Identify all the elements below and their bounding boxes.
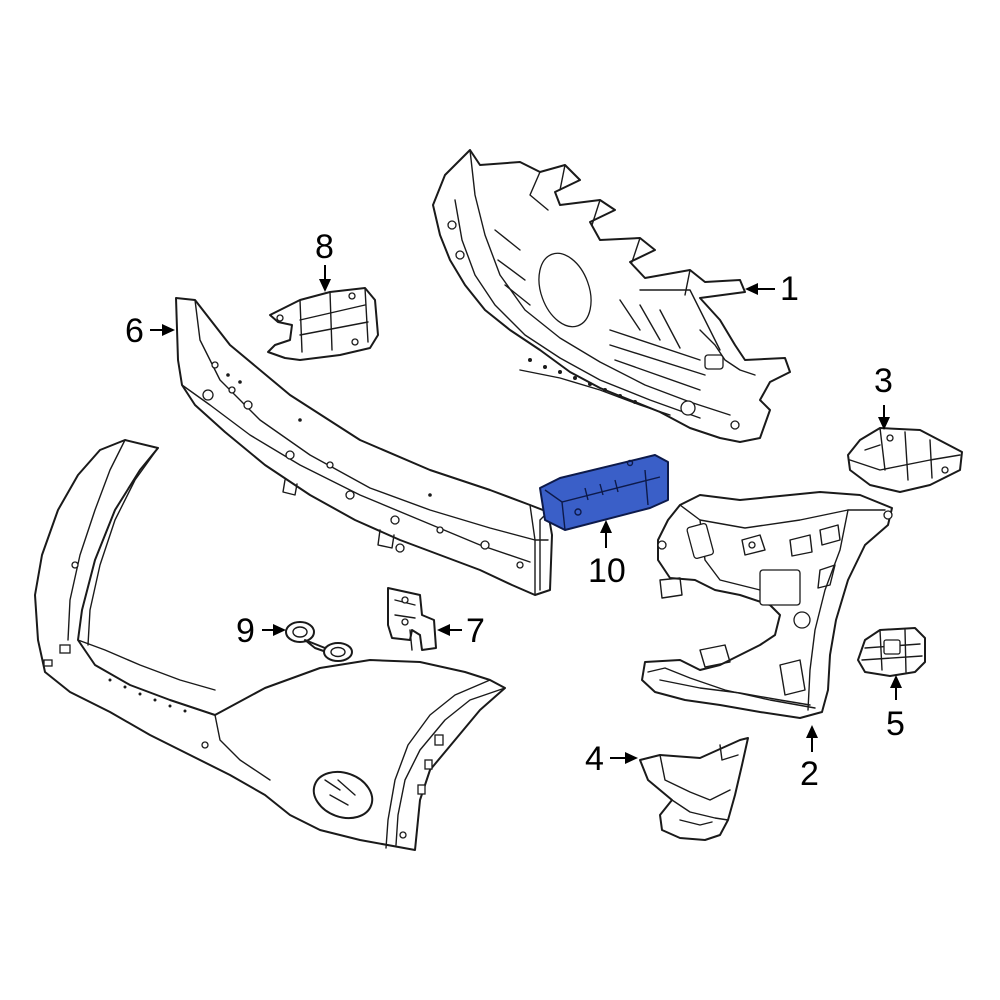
callout-6: 6 bbox=[125, 312, 175, 350]
callout-10-label: 10 bbox=[588, 552, 626, 590]
callout-1-label: 1 bbox=[780, 270, 799, 308]
part-5-clip-bracket bbox=[857, 627, 926, 677]
callout-2: 2 bbox=[800, 725, 819, 793]
callout-8: 8 bbox=[315, 228, 334, 292]
part-8-bracket bbox=[267, 287, 379, 361]
part-3-mount bbox=[847, 427, 963, 493]
callout-9-label: 9 bbox=[236, 612, 255, 650]
callout-5-label: 5 bbox=[886, 705, 905, 743]
callout-9: 9 bbox=[236, 612, 286, 650]
callout-2-label: 2 bbox=[800, 755, 819, 793]
callout-7-label: 7 bbox=[466, 612, 485, 650]
callout-1: 1 bbox=[745, 270, 799, 308]
part-7-bracket bbox=[387, 587, 437, 651]
callout-3-label: 3 bbox=[874, 362, 893, 400]
callout-4: 4 bbox=[585, 740, 638, 778]
callout-3: 3 bbox=[874, 362, 893, 430]
callout-7: 7 bbox=[437, 612, 485, 650]
part-4-lower-cover bbox=[639, 737, 749, 841]
callout-4-label: 4 bbox=[585, 740, 604, 778]
callout-8-label: 8 bbox=[315, 228, 334, 266]
part-10-energy-absorber bbox=[539, 454, 669, 531]
part-9-tow-cover bbox=[285, 621, 353, 662]
part-6-reinforcement-beam bbox=[175, 297, 553, 596]
bumper-cover bbox=[34, 439, 506, 851]
callout-10: 10 bbox=[588, 520, 626, 590]
callout-6-label: 6 bbox=[125, 312, 144, 350]
part-1-grille-frame bbox=[432, 149, 791, 443]
callout-5: 5 bbox=[886, 675, 905, 743]
part-2-side-bracket bbox=[641, 491, 893, 719]
